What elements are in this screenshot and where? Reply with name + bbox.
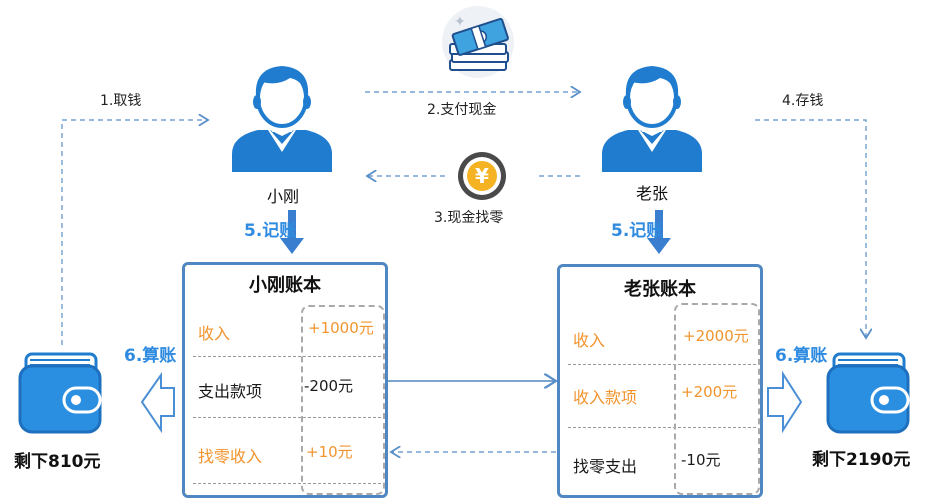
settle-arrow-right [767,370,803,434]
ledger-laozhang-title: 老张账本 [624,279,696,300]
ledger-xiaogang-row-label: 收入 [198,324,231,343]
person-xiaogang-name: 小刚 [267,187,300,206]
ledger-laozhang-row-label: 收入 [573,331,606,350]
deposit-arrow [755,119,866,338]
person-laozhang-icon [602,66,702,172]
svg-text:✦: ✦ [454,14,466,30]
yuan-coin-icon: ¥ [458,152,506,200]
step-withdraw-label: 1.取钱 [100,93,142,109]
step-pay-cash-label: 2.支付现金 [427,102,497,118]
ledger-divider [568,427,756,428]
ledger-laozhang: 老张账本 收入 +2000元 收入款项 +200元 找零支出 -10元 [557,264,763,498]
ledger-xiaogang-value-column [301,305,385,495]
record-arrow-right [647,210,671,254]
ledger-laozhang-row-label: 收入款项 [573,388,638,407]
ledger-divider [193,417,381,418]
ledger-divider [568,364,756,365]
settle-right-label: 6.算账 [775,346,828,366]
record-left-label: 5.记账 [244,221,297,241]
ledger-laozhang-row-value: -10元 [681,451,721,469]
ledger-xiaogang-row-value: +10元 [306,443,353,461]
person-laozhang-name: 老张 [636,184,669,203]
step-deposit-label: 4.存钱 [782,93,824,109]
ledger-laozhang-row-value: +2000元 [683,327,749,345]
ledger-laozhang-row-value: +200元 [681,383,738,401]
wallet-right-icon [826,352,910,434]
ledger-xiaogang-row-value: -200元 [304,377,354,395]
record-right-label: 5.记账 [611,221,664,241]
wallet-left-balance: 剩下810元 [14,452,101,472]
settle-arrow-left [140,371,175,434]
cash-stack-icon: ✦ [442,6,514,78]
yuan-symbol: ¥ [467,161,497,191]
ledger-divider [193,483,381,484]
settle-left-label: 6.算账 [124,346,177,366]
wallet-left-icon [18,352,102,434]
ledger-xiaogang-row-label: 支出款项 [198,382,263,401]
wallet-right-balance: 剩下2190元 [812,450,911,470]
ledger-xiaogang-row-label: 找零收入 [198,447,263,466]
person-xiaogang-icon [232,66,332,172]
withdraw-arrow [61,120,208,345]
record-arrow-left [280,210,304,254]
step-change-label: 3.现金找零 [434,210,504,226]
ledger-divider [193,356,381,357]
ledger-xiaogang-row-value: +1000元 [308,319,374,337]
ledger-xiaogang-title: 小刚账本 [249,275,321,296]
ledger-laozhang-row-label: 找零支出 [573,457,638,476]
ledger-laozhang-value-column [674,303,760,495]
ledger-xiaogang: 小刚账本 收入 +1000元 支出款项 -200元 找零收入 +10元 [182,262,388,498]
